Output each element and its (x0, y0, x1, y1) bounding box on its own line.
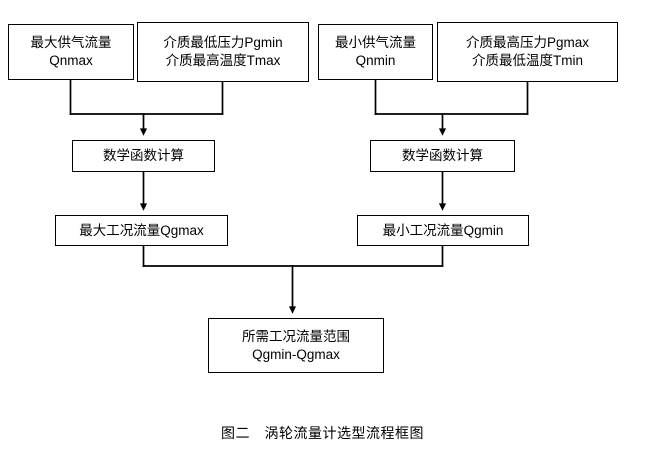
box-final-range[interactable]: 所需工况流量范围 Qgmin-Qgmax (208, 318, 384, 373)
box-input-qnmax-line1: 最大供气流量 (30, 35, 112, 51)
box-final-range-line2: Qgmin-Qgmax (252, 346, 340, 362)
box-result-qgmin-label: 最小工况流量Qgmin (382, 222, 504, 238)
box-input-pgmin-tmax-line1: 介质最低压力Pgmin (163, 35, 283, 51)
box-final-range-line1: 所需工况流量范围 (242, 328, 350, 344)
box-calc-right[interactable]: 数学函数计算 (370, 140, 515, 172)
box-input-pgmin-tmax-line2: 介质最高温度Tmax (165, 53, 281, 68)
box-input-qnmax[interactable]: 最大供气流量 Qnmax (8, 24, 134, 80)
box-calc-left[interactable]: 数学函数计算 (72, 140, 215, 172)
box-input-pgmax-tmin-line2: 介质最低温度Tmin (472, 53, 583, 68)
box-input-pgmax-tmin-line1: 介质最高压力Pgmax (465, 35, 590, 51)
box-input-qnmin[interactable]: 最小供气流量 Qnmin (318, 24, 433, 80)
box-input-qnmax-line2: Qnmax (49, 53, 93, 68)
box-calc-right-label: 数学函数计算 (402, 148, 483, 164)
box-result-qgmax[interactable]: 最大工况流量Qgmax (55, 215, 228, 246)
box-input-pgmin-tmax[interactable]: 介质最低压力Pgmin 介质最高温度Tmax (137, 22, 309, 82)
box-result-qgmax-label: 最大工况流量Qgmax (79, 222, 204, 238)
box-calc-left-label: 数学函数计算 (103, 148, 184, 164)
figure-caption: 图二 涡轮流量计选型流程框图 (221, 425, 424, 441)
box-input-pgmax-tmin[interactable]: 介质最高压力Pgmax 介质最低温度Tmin (437, 22, 618, 82)
box-input-qnmin-line1: 最小供气流量 (335, 35, 416, 51)
box-input-qnmin-line2: Qnmin (355, 53, 396, 68)
box-result-qgmin[interactable]: 最小工况流量Qgmin (357, 215, 529, 246)
